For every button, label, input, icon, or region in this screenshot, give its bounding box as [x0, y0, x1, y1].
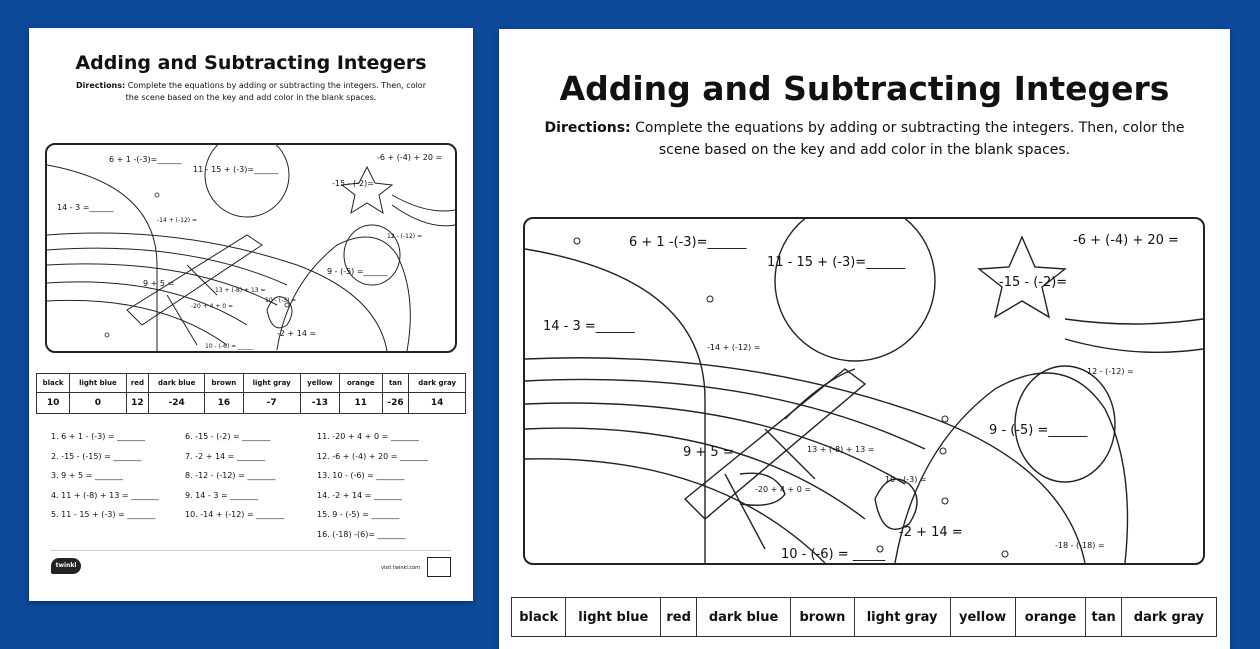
- scene-equation: -14 + (-12) =: [157, 217, 198, 224]
- directions-label: Directions:: [544, 120, 631, 136]
- key-color: light blue: [565, 597, 662, 637]
- key-color: yellow: [299, 373, 341, 393]
- key-color: red: [125, 373, 150, 393]
- color-key-table: black light blue red dark blue brown lig…: [510, 597, 1218, 637]
- key-color: light blue: [69, 373, 127, 393]
- key-value: -24: [148, 392, 206, 414]
- scene-equation: -15 - (-2)=: [332, 179, 374, 188]
- key-color: tan: [381, 373, 410, 393]
- question: 15. 9 - (-5) = _______: [317, 510, 400, 519]
- key-color: brown: [790, 597, 855, 637]
- question: 1. 6 + 1 - (-3) = _______: [51, 432, 146, 441]
- scene-equation: -20 + 4 + 0 =: [755, 485, 812, 494]
- question: 3. 9 + 5 = _______: [51, 471, 123, 480]
- question: 4. 11 + (-8) + 13 = _______: [51, 490, 160, 500]
- color-key-table: black light blue red dark blue brown lig…: [35, 373, 466, 414]
- footer-divider: [51, 550, 451, 551]
- key-value: -13: [299, 392, 341, 414]
- worksheet-thumbnail: Adding and Subtracting Integers Directio…: [29, 28, 473, 601]
- footer-badge-icon: [427, 557, 451, 577]
- question: 5. 11 - 15 + (-3) = _______: [51, 510, 156, 519]
- question: 16. (-18) -(6)= _______: [317, 529, 406, 539]
- directions-label: Directions:: [76, 81, 126, 90]
- worksheet-zoom: Adding and Subtracting Integers Directio…: [499, 29, 1230, 649]
- worksheet-title: Adding and Subtracting Integers: [75, 52, 427, 74]
- scene-equation: -2 + 14 =: [277, 329, 317, 338]
- key-color: red: [660, 597, 698, 637]
- scene-equation: 11 - 15 + (-3)=______: [767, 255, 906, 270]
- scene-equation: -6 + (-4) + 20 =: [1073, 233, 1179, 248]
- scene-equation: 6 + 1 -(-3)=______: [109, 155, 182, 164]
- question: 6. -15 - (-2) = _______: [185, 432, 271, 441]
- scene-equation: -15 - (-2)=: [999, 275, 1068, 290]
- twinkl-logo: twinkl: [51, 558, 81, 574]
- space-scene: 6 + 1 -(-3)=______ 11 - 15 + (-3)=______…: [523, 217, 1205, 565]
- scene-equation: 6 + 1 -(-3)=______: [629, 235, 747, 250]
- scene-equation: -2 + 14 =: [899, 525, 963, 540]
- key-value: 10: [35, 392, 71, 414]
- question: 2. -15 - (-15) = _______: [51, 451, 142, 461]
- question: 14. -2 + 14 = _______: [317, 490, 402, 500]
- scene-equation: 11 - 15 + (-3)=______: [193, 165, 279, 174]
- scene-equation: 14 - 3 =______: [543, 319, 635, 334]
- question: 10. -14 + (-12) = _______: [185, 510, 285, 519]
- scene-equation: 13 + (-8) + 13 =: [807, 445, 875, 454]
- scene-equation: 13 + (-8) + 13 =: [215, 287, 266, 294]
- key-value: 16: [204, 392, 244, 414]
- scene-equation: 10 - (-6) = _____: [205, 343, 254, 350]
- question-column: 11. -20 + 4 + 0 = _______ 12. -6 + (-4) …: [317, 432, 428, 549]
- scene-equation: 10 - (-6) = _____: [781, 547, 886, 562]
- scene-equation: -14 + (-12) =: [707, 343, 761, 352]
- question: 9. 14 - 3 = _______: [185, 490, 259, 500]
- space-scene-drawing: [47, 145, 455, 351]
- key-color: orange: [1014, 597, 1087, 637]
- key-color: dark blue: [696, 597, 792, 637]
- key-color: black: [35, 373, 71, 393]
- key-color: black: [510, 597, 567, 637]
- key-color: tan: [1085, 597, 1122, 637]
- key-color: dark gray: [408, 373, 466, 393]
- scene-equation: 9 - (-5) =______: [327, 267, 388, 276]
- key-value: 14: [408, 392, 466, 414]
- key-color: yellow: [949, 597, 1016, 637]
- key-value: 0: [69, 392, 127, 414]
- question-column: 6. -15 - (-2) = _______ 7. -2 + 14 = ___…: [185, 432, 284, 530]
- worksheet-title: Adding and Subtracting Integers: [559, 69, 1170, 108]
- directions: Directions: Complete the equations by ad…: [499, 108, 1230, 161]
- key-color: light gray: [242, 373, 301, 393]
- scene-equation: 12 - (-12) =: [387, 233, 423, 240]
- question: 8. -12 - (-12) = _______: [185, 471, 276, 480]
- scene-equation: 9 - (-5) =______: [989, 423, 1088, 438]
- question: 12. -6 + (-4) + 20 = _______: [317, 451, 429, 461]
- footer-url: visit twinkl.com: [381, 565, 421, 571]
- scene-equation: -20 + 4 + 0 =: [191, 303, 234, 310]
- key-value: -26: [381, 392, 410, 414]
- space-scene: 6 + 1 -(-3)=______ 11 - 15 + (-3)=______…: [45, 143, 457, 353]
- scene-equation: 14 - 3 =______: [57, 203, 114, 212]
- key-value: 11: [339, 392, 383, 414]
- question: 7. -2 + 14 = _______: [185, 451, 265, 461]
- question: 13. 10 - (-6) = _______: [317, 471, 405, 480]
- scene-equation: -6 + (-4) + 20 =: [377, 153, 443, 162]
- space-scene-drawing: [525, 219, 1203, 563]
- key-color: dark gray: [1120, 597, 1218, 637]
- scene-equation: 12 - (-12) =: [1087, 367, 1134, 376]
- scene-equation: -18 - (-18) =: [1055, 541, 1105, 550]
- key-value: -7: [242, 392, 301, 414]
- directions-text: Complete the equations by adding or subt…: [125, 81, 426, 103]
- key-color: orange: [339, 373, 383, 393]
- directions: Directions: Complete the equations by ad…: [29, 74, 473, 105]
- question: 11. -20 + 4 + 0 = _______: [317, 432, 419, 441]
- scene-equation: 10 - (-3) =: [265, 297, 297, 304]
- directions-text: Complete the equations by adding or subt…: [635, 120, 1185, 158]
- scene-equation: 9 + 5 =: [683, 445, 734, 460]
- scene-equation: 9 + 5 =: [143, 279, 175, 288]
- key-value: 12: [125, 392, 150, 414]
- scene-equation: 10 - (-3) =: [885, 475, 927, 484]
- key-color: brown: [204, 373, 244, 393]
- question-column: 1. 6 + 1 - (-3) = _______ 2. -15 - (-15)…: [51, 432, 159, 530]
- key-color: light gray: [853, 597, 951, 637]
- key-color: dark blue: [148, 373, 206, 393]
